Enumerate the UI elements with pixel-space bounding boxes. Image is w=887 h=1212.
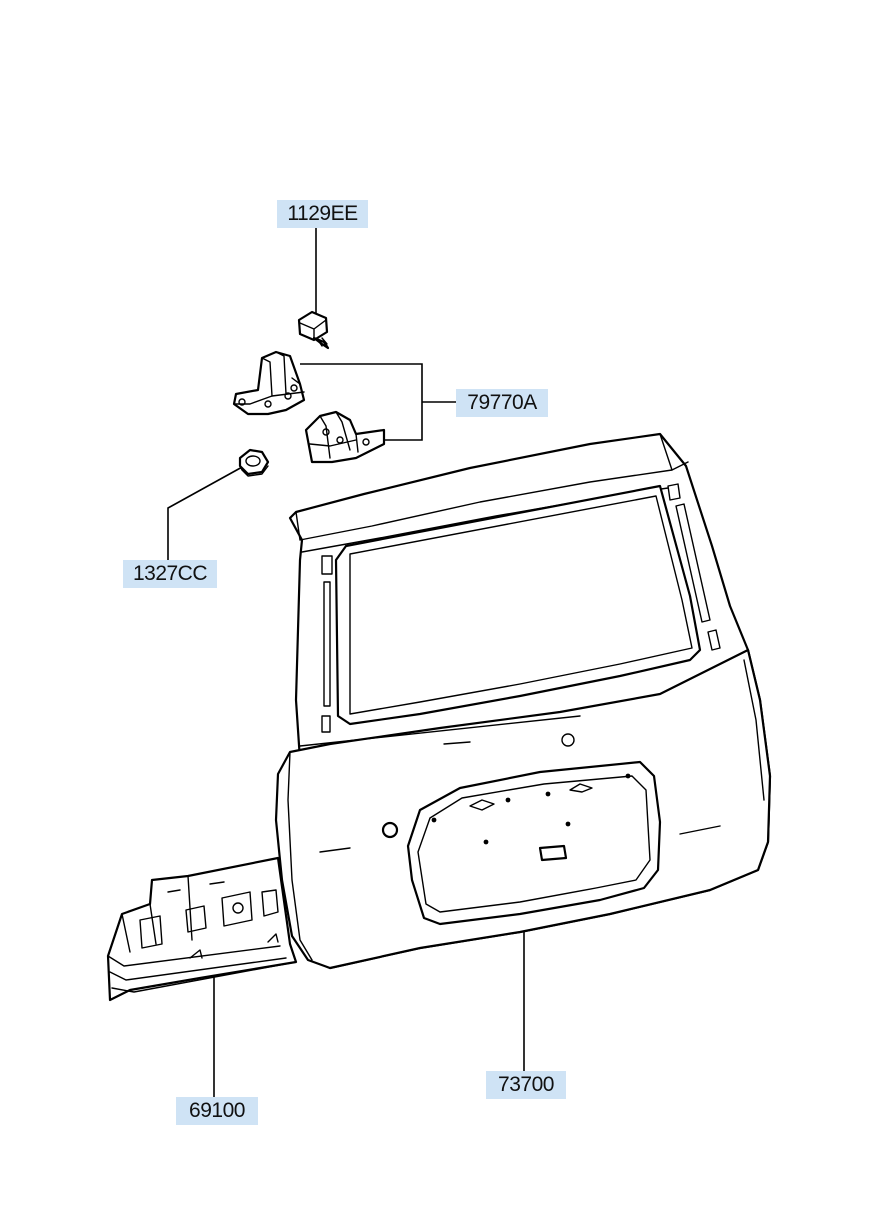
callout-bolt[interactable]: 1129EE — [277, 200, 368, 228]
leader-lines — [167, 228, 525, 1098]
leader-nut — [167, 465, 245, 560]
tailgate-part — [274, 432, 772, 970]
rear-panel-part — [106, 856, 298, 1002]
hinge-upper-part — [232, 350, 306, 416]
callout-tailgate[interactable]: 73700 — [486, 1071, 566, 1099]
callout-hinge[interactable]: 79770A — [456, 389, 548, 417]
bolt-part — [297, 310, 330, 350]
leader-hinge — [300, 363, 456, 441]
callout-nut[interactable]: 1327CC — [123, 560, 217, 588]
callout-rear-panel[interactable]: 69100 — [176, 1097, 258, 1125]
nut-part — [238, 448, 270, 477]
hinge-lower-part — [304, 410, 386, 464]
